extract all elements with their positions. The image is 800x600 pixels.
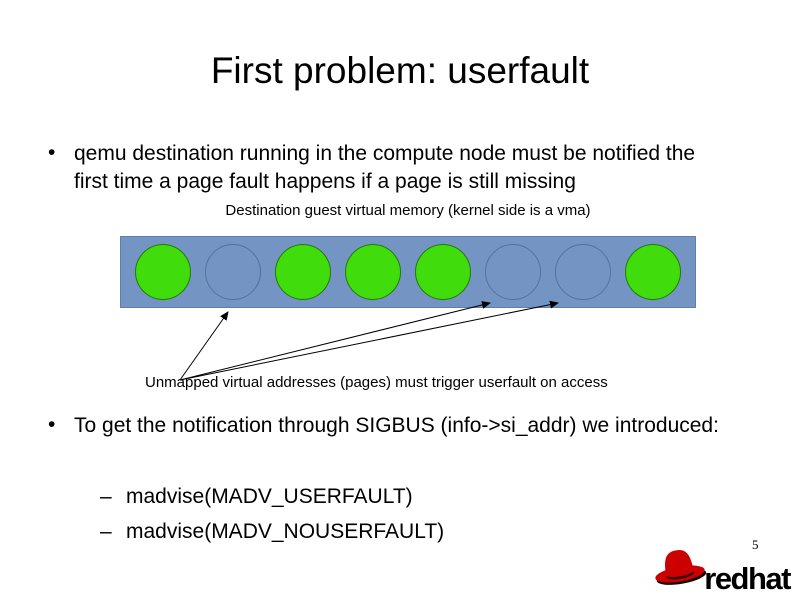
arrow-to-unmapped-page-1 — [179, 311, 229, 381]
page-number: 5 — [752, 537, 759, 552]
mapped-page-circle — [625, 244, 681, 300]
diagram-caption-top: Destination guest virtual memory (kernel… — [225, 202, 591, 219]
dash-marker: – — [100, 520, 112, 543]
vma-bar — [120, 236, 696, 308]
bullet-marker: • — [48, 413, 56, 436]
redhat-logo-text: redhat — [704, 561, 791, 596]
redhat-logo: redhat — [652, 544, 791, 596]
mapped-page-circle — [135, 244, 191, 300]
unmapped-page-circle — [555, 244, 611, 300]
dash-marker: – — [100, 485, 112, 508]
sub-bullet-text: madvise(MADV_USERFAULT) — [126, 485, 413, 508]
bullet-text: To get the notification through SIGBUS (… — [74, 414, 719, 437]
bullet-item-2: • To get the notification through SIGBUS… — [48, 412, 748, 440]
sub-bullet-madv-userfault: –madvise(MADV_USERFAULT) — [100, 485, 413, 509]
arrow-to-unmapped-page-2 — [179, 301, 491, 381]
unmapped-page-circle — [205, 244, 261, 300]
diagram-caption-bottom: Unmapped virtual addresses (pages) must … — [145, 374, 608, 391]
arrow-to-unmapped-page-3 — [179, 300, 559, 381]
mapped-page-circle — [275, 244, 331, 300]
bullet-text: qemu destination running in the compute … — [74, 142, 696, 193]
bullet-marker: • — [48, 141, 56, 164]
mapped-page-circle — [345, 244, 401, 300]
bullet-item-1: • qemu destination running in the comput… — [48, 140, 748, 195]
sub-bullet-text: madvise(MADV_NOUSERFAULT) — [126, 520, 445, 543]
redhat-hat-icon — [655, 550, 707, 585]
sub-bullet-madv-nouserfault: –madvise(MADV_NOUSERFAULT) — [100, 520, 444, 544]
mapped-page-circle — [415, 244, 471, 300]
slide-title: First problem: userfault — [210, 50, 590, 91]
unmapped-page-circle — [485, 244, 541, 300]
